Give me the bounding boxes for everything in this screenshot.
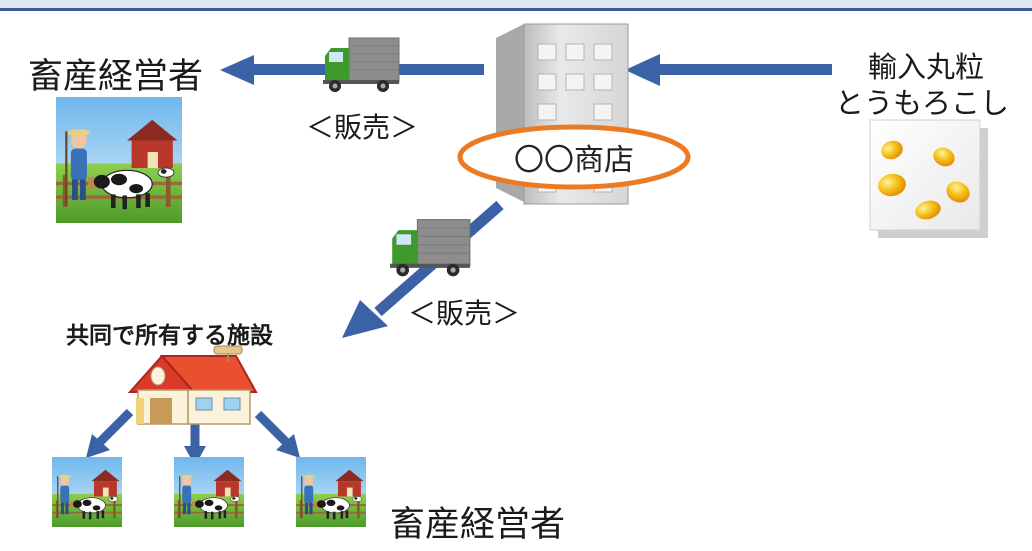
farm-scene-image-bottom-1 (51, 457, 123, 527)
farm-scene-image-top (56, 95, 182, 225)
truck-icon-bottom (389, 219, 471, 277)
livestock-farmer-label-top: 畜産経営者 (28, 57, 204, 97)
arrow-facility-to-farm-1 (96, 408, 134, 446)
sale-label-top: ＜販売＞ (306, 111, 419, 144)
arrow-corn-to-shop-shaft (660, 64, 832, 75)
header-bar (0, 0, 1032, 8)
header-rule (0, 8, 1032, 11)
shop-label: 〇〇商店 (514, 143, 634, 178)
arrow-facility-to-farm-3 (254, 410, 290, 446)
sale-label-bottom: ＜販売＞ (408, 297, 521, 330)
arrow-facility-to-farm-3-head (276, 434, 300, 458)
arrow-corn-to-shop-head (625, 54, 660, 86)
corn-kernels-image (869, 119, 988, 238)
livestock-farmer-label-bottom: 畜産経営者 (390, 505, 566, 545)
arrow-facility-to-farm-2-head (184, 446, 206, 466)
farm-scene-image-bottom-3 (295, 457, 367, 527)
shared-facility-label: 共同で所有する施設 (66, 323, 273, 349)
arrow-facility-to-farm-1-head (86, 434, 110, 458)
arrow-shop-to-farmer-head (220, 55, 254, 85)
imported-corn-label-line2: とうもろこし (835, 86, 1010, 120)
truck-icon-top (322, 37, 400, 93)
shop-ellipse (457, 124, 691, 190)
farm-scene-image-bottom-2 (173, 457, 245, 527)
shared-facility-house-icon (127, 345, 258, 425)
imported-corn-label-line1: 輸入丸粒 (868, 50, 985, 84)
arrow-shop-to-facility-head (342, 300, 388, 338)
